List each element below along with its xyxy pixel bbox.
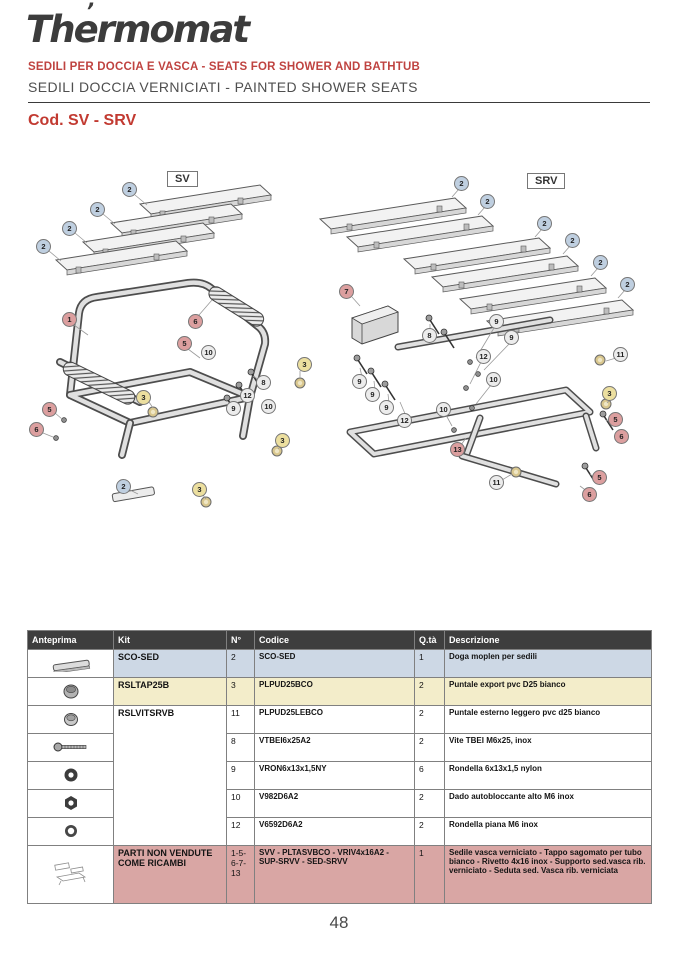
product-code: Cod. SV - SRV [28,112,137,129]
sv-small-parts [53,368,306,508]
page-number: 48 [329,913,349,932]
col-header-kit: Kit [113,630,227,650]
description-cell: Rondella 6x13x1,5 nylon [444,761,652,790]
codice-cell: SCO-SED [254,649,415,678]
description-cell: Puntale export pvc D25 bianco [444,677,652,706]
preview-cap-light-icon [63,712,78,726]
part-number-cell: 3 [226,677,255,706]
qty-cell: 2 [414,817,445,846]
preview-cell [27,733,114,762]
codice-cell: V982D6A2 [254,789,415,818]
part-number-cell: 11 [226,705,255,734]
description-cell: Vite TBEI M6x25, inox [444,733,652,762]
brand-logo-accent: ’ [86,0,94,23]
codice-cell: VTBEI6x25A2 [254,733,415,762]
table-row: 9 VRON6x13x1,5NY 6 Rondella 6x13x1,5 nyl… [27,761,652,790]
part-number-cell: 1-5-6-7-13 [226,845,255,904]
preview-cell [27,789,114,818]
preview-cell [27,705,114,734]
qty-cell: 2 [414,705,445,734]
preview-washer-nylon-icon [64,768,77,781]
col-header-anteprima: Anteprima [27,630,114,650]
preview-cell [27,677,114,706]
kit-cell: SCO-SED [113,649,227,678]
brand-logo: Thermomat ’ [26,0,250,51]
codice-cell: PLPUD25BCO [254,677,415,706]
sv-grip-sleeves [62,286,265,405]
preview-cell [27,817,114,846]
description-cell: Puntale esterno leggero pvc d25 bianco [444,705,652,734]
table-header-row: Anteprima Kit N° Codice Q.tà Descrizione [27,630,652,650]
description-cell: Dado autobloccante alto M6 inox [444,789,652,818]
table-row: PARTI NON VENDUTE COME RICAMBI 1-5-6-7-1… [27,845,652,904]
description-cell: Doga moplen per sedili [444,649,652,678]
part-number-cell: 10 [226,789,255,818]
kit-cell: RSLTAP25B [113,677,227,706]
codice-cell: SVV - PLTASVBCO - VRIV4x16A2 - SUP-SRVV … [254,845,415,904]
table-row: RSLVITSRVB 11 PLPUD25LEBCO 2 Puntale est… [27,705,652,846]
table-row: SCO-SED 2 SCO-SED 1 Doga moplen per sedi… [27,649,652,678]
qty-cell: 1 [414,845,445,904]
preview-exploded-parts-icon [53,861,86,885]
table-row: 12 V6592D6A2 2 Rondella piana M6 inox [27,817,652,846]
exploded-diagrams-art [42,184,634,508]
preview-cell [27,649,114,678]
page-title: SEDILI DOCCIA VERNICIATI - PAINTED SHOWE… [28,79,418,95]
preview-screw-icon [53,742,86,751]
srv-frame [346,316,600,488]
qty-cell: 2 [414,733,445,762]
diagram-label-srv: SRV [527,173,566,189]
col-header-descrizione: Descrizione [444,630,652,650]
col-header-codice: Codice [254,630,415,650]
category-title: SEDILI PER DOCCIA E VASCA - SEATS FOR SH… [28,61,420,73]
part-number-cell: 2 [226,649,255,678]
preview-cap-icon [63,684,78,698]
srv-bracket [351,305,399,345]
brand-logo-text: Thermomat [26,8,250,51]
parts-table: Anteprima Kit N° Codice Q.tà Descrizione… [27,630,652,904]
qty-cell: 6 [414,761,445,790]
description-cell: Sedile vasca verniciato - Tappo sagomato… [444,845,652,904]
sv-slats [55,184,272,276]
part-number-cell: 8 [226,733,255,762]
table-row: 10 V982D6A2 2 Dado autobloccante alto M6… [27,789,652,818]
diagram-label-sv: SV [167,171,198,187]
table-row: RSLTAP25B 3 PLPUD25BCO 2 Puntale export … [27,677,652,706]
part-number-cell: 12 [226,817,255,846]
codice-cell: V6592D6A2 [254,817,415,846]
description-cell: Rondella piana M6 inox [444,817,652,846]
preview-locknut-icon [64,795,77,810]
kit-cell: RSLVITSRVB [113,705,227,846]
part-number-cell: 9 [226,761,255,790]
header-divider [28,102,650,103]
preview-doga-icon [52,659,90,674]
qty-cell: 2 [414,677,445,706]
codice-cell: PLPUD25LEBCO [254,705,415,734]
preview-washer-flat-icon [64,824,77,837]
kit-cell: PARTI NON VENDUTE COME RICAMBI [113,845,227,904]
table-row: 8 VTBEI6x25A2 2 Vite TBEI M6x25, inox [27,733,652,762]
qty-cell: 1 [414,649,445,678]
qty-cell: 2 [414,789,445,818]
col-header-qta: Q.tà [414,630,445,650]
col-header-n: N° [226,630,255,650]
preview-cell [27,761,114,790]
codice-cell: VRON6x13x1,5NY [254,761,415,790]
preview-cell [27,845,114,904]
